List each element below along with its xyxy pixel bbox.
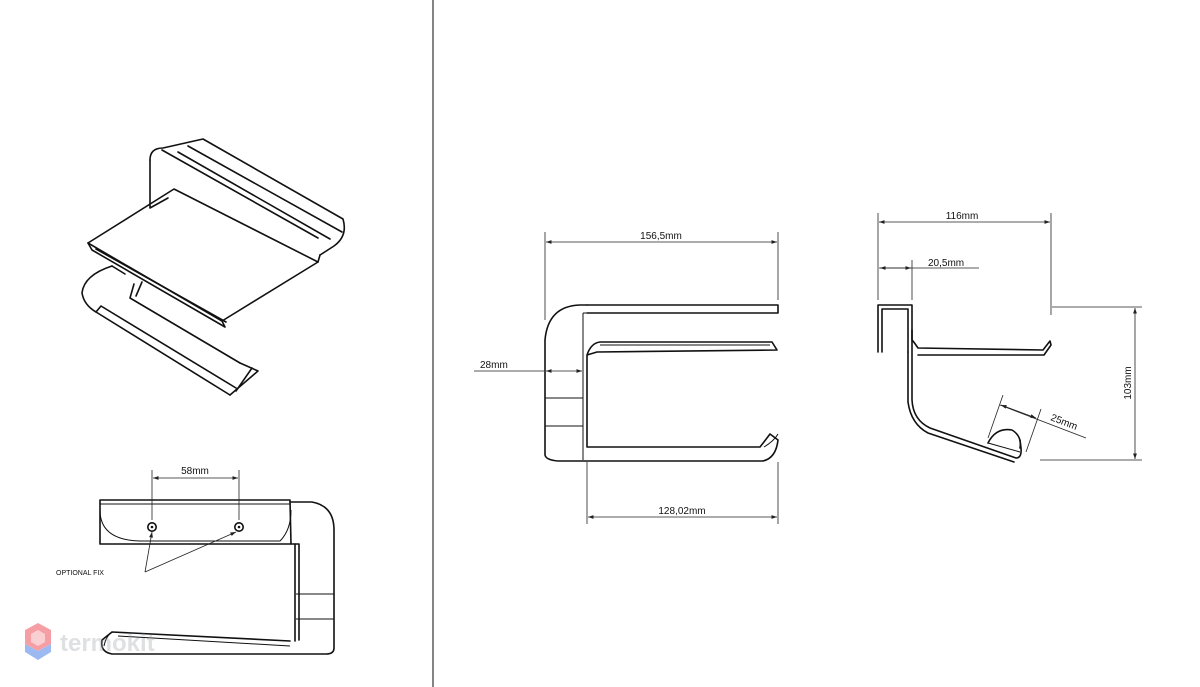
watermark-logo-icon <box>25 623 51 660</box>
front-view-fixing: 58mm OPTIONAL FIX <box>56 466 335 655</box>
fixing-hole-left <box>147 521 158 532</box>
note-optional-fix: OPTIONAL FIX <box>56 570 104 577</box>
isometric-view <box>81 138 346 396</box>
dim-overall-depth: 116mm <box>946 211 979 222</box>
dim-inner-length: 128,02mm <box>658 506 705 517</box>
dim-overall-height: 103mm <box>1123 366 1134 399</box>
side-view: 116mm 20,5mm 103mm 25mm <box>877 211 1142 463</box>
watermark: termokit <box>25 623 155 660</box>
top-view: 156,5mm 28mm 128,02mm <box>474 231 779 524</box>
dim-wall-depth: 28mm <box>480 360 508 371</box>
fixing-hole-right <box>234 521 245 532</box>
dim-hole-spacing: 58mm <box>181 466 209 477</box>
dim-overall-length: 156,5mm <box>640 231 682 242</box>
watermark-text: termokit <box>60 630 155 657</box>
dim-hook-width: 20,5mm <box>928 258 964 269</box>
